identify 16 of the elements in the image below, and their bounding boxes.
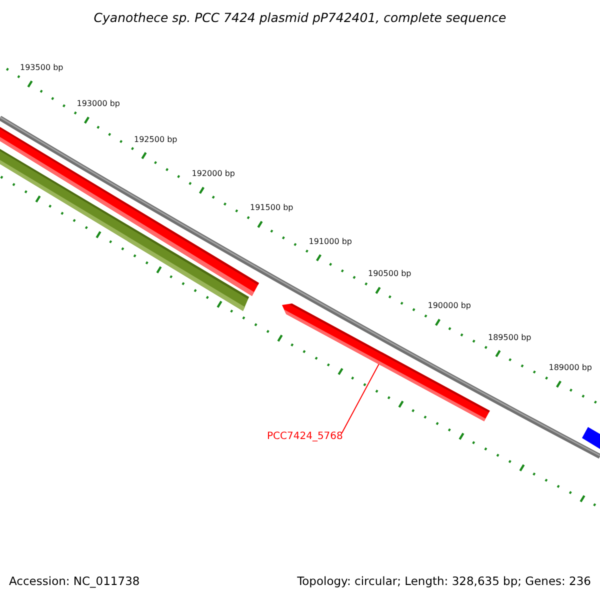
tick-label: 193000 bp: [76, 99, 120, 108]
tick-label: 193500 bp: [20, 63, 64, 72]
tick-label: 190000 bp: [428, 301, 471, 310]
accession-label: Accession: NC_011738: [9, 574, 140, 588]
tick-label: 191500 bp: [250, 203, 294, 212]
genome-info-label: Topology: circular; Length: 328,635 bp; Genes: 236: [297, 574, 591, 588]
tick-label: 191000 bp: [308, 236, 352, 246]
gene-label: PCC7424_5768: [267, 431, 343, 442]
tick-label: 189500 bp: [488, 332, 532, 342]
tick-label: 192000 bp: [192, 169, 235, 178]
gene-arrow: [282, 304, 490, 422]
title: Cyanothece sp. PCC 7424 plasmid pP742401, complete sequence: [92, 10, 508, 25]
tick-label: 189000 bp: [548, 363, 592, 372]
leader-line: [341, 364, 380, 434]
tick-label: 190500 bp: [368, 269, 412, 278]
tick-label: 192500 bp: [134, 134, 178, 144]
